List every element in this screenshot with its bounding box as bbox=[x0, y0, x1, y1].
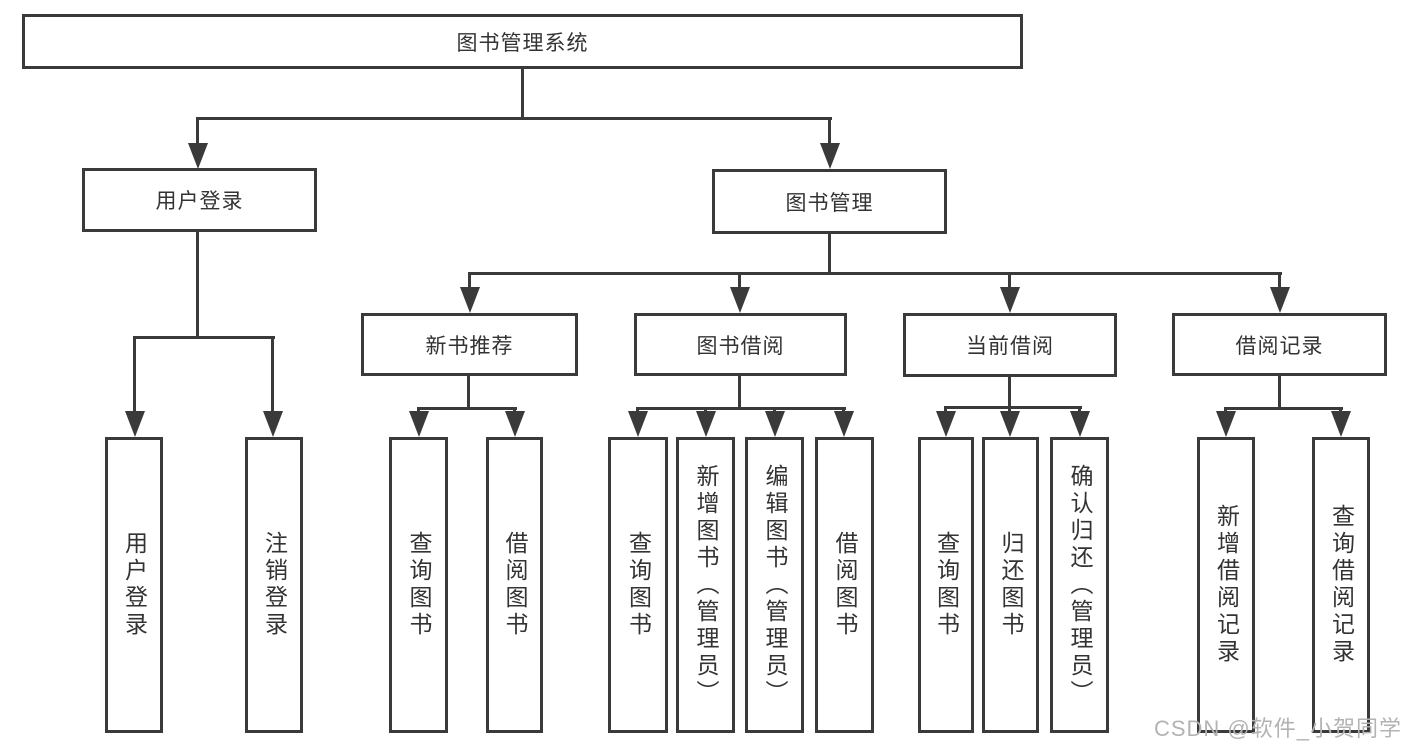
node-book-borrowing: 图书借阅 bbox=[634, 313, 847, 376]
connector-root-stem bbox=[521, 69, 524, 118]
connector-user-login-rail bbox=[133, 336, 275, 339]
node-user-login: 用户登录 bbox=[82, 168, 317, 232]
node-current-borrowing: 当前借阅 bbox=[903, 313, 1117, 377]
node-root: 图书管理系统 bbox=[22, 14, 1023, 69]
connector-records-stem bbox=[1278, 376, 1281, 409]
node-book-management: 图书管理 bbox=[712, 169, 947, 234]
connector-current-stem bbox=[1008, 377, 1011, 408]
arrow-to-borrowing-records bbox=[1269, 272, 1290, 313]
arrow-to-leaf-return-books bbox=[999, 406, 1020, 437]
leaf-query-books-borrow: 查询图书 bbox=[608, 437, 668, 733]
leaf-query-books-current: 查询图书 bbox=[918, 437, 974, 733]
leaf-return-books: 归还图书 bbox=[982, 437, 1039, 733]
arrow-to-leaf-borrow-books bbox=[833, 407, 854, 437]
arrow-to-leaf-user-login bbox=[124, 336, 145, 437]
arrow-to-book-borrowing bbox=[729, 272, 750, 313]
connector-records-rail bbox=[1224, 407, 1343, 410]
arrow-to-current-borrowing bbox=[999, 272, 1020, 313]
arrow-to-new-book-recommendation bbox=[459, 272, 480, 313]
leaf-query-borrow-record: 查询借阅记录 bbox=[1312, 437, 1370, 733]
connector-user-login-stem bbox=[196, 232, 199, 338]
leaf-logout: 注销登录 bbox=[245, 437, 303, 733]
leaf-add-books-admin: 新增图书（管理员） bbox=[676, 437, 735, 733]
arrow-to-leaf-logout bbox=[262, 336, 283, 437]
arrow-to-leaf-query-books-recommend bbox=[408, 407, 429, 437]
arrow-to-leaf-edit-books-admin bbox=[764, 407, 785, 437]
connector-borrowing-rail bbox=[636, 407, 846, 410]
arrow-to-book-management bbox=[819, 117, 840, 169]
node-new-book-recommendation: 新书推荐 bbox=[361, 313, 578, 376]
connector-recommend-stem bbox=[467, 376, 470, 409]
arrow-to-leaf-query-books-current bbox=[935, 406, 956, 437]
arrow-to-leaf-confirm-return-admin bbox=[1069, 406, 1090, 437]
arrow-to-leaf-query-books-borrow bbox=[627, 407, 648, 437]
connector-level3-rail bbox=[468, 272, 1282, 275]
leaf-confirm-return-admin: 确认归还（管理员） bbox=[1050, 437, 1109, 733]
leaf-user-login: 用户登录 bbox=[105, 437, 163, 733]
node-borrowing-records: 借阅记录 bbox=[1172, 313, 1387, 376]
leaf-query-books-recommend: 查询图书 bbox=[389, 437, 448, 733]
connector-level2-rail bbox=[196, 117, 832, 120]
arrow-to-leaf-add-books-admin bbox=[695, 407, 716, 437]
arrow-to-leaf-add-borrow-record bbox=[1215, 407, 1236, 437]
leaf-add-borrow-record: 新增借阅记录 bbox=[1197, 437, 1255, 733]
arrow-to-user-login bbox=[187, 117, 208, 169]
connector-book-management-stem bbox=[828, 234, 831, 274]
connector-borrowing-stem bbox=[738, 376, 741, 409]
watermark: CSDN @软件_小贺同学 bbox=[1153, 716, 1402, 741]
leaf-borrow-books-recommend: 借阅图书 bbox=[486, 437, 543, 733]
connector-recommend-rail bbox=[417, 407, 517, 410]
leaf-edit-books-admin: 编辑图书（管理员） bbox=[745, 437, 804, 733]
connector-current-rail bbox=[944, 406, 1082, 409]
arrow-to-leaf-query-borrow-record bbox=[1330, 407, 1351, 437]
arrow-to-leaf-borrow-books-recommend bbox=[504, 407, 525, 437]
leaf-borrow-books: 借阅图书 bbox=[815, 437, 874, 733]
